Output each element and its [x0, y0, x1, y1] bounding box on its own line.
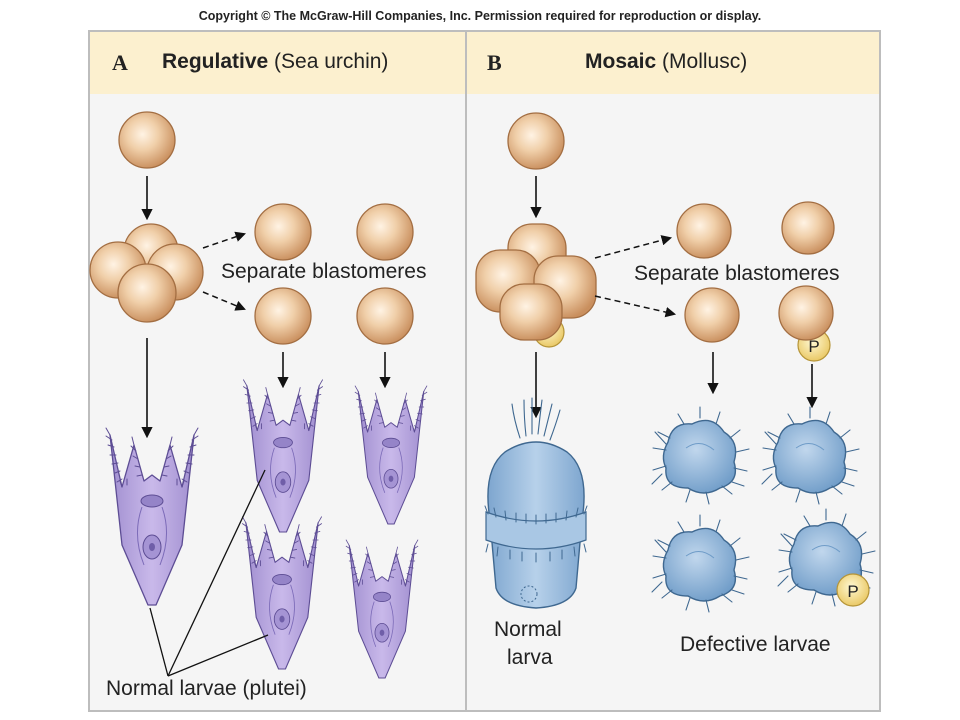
label-defective-larvae: Defective larvae — [680, 633, 831, 656]
blastomere-a-1 — [254, 203, 312, 261]
pluteus-lower-left — [241, 516, 323, 670]
panel-b-header: B Mosaic (Mollusc) — [467, 32, 879, 94]
pluteus-upper-left — [242, 379, 324, 533]
panel-a-letter: A — [112, 50, 128, 75]
zygote-a — [118, 111, 176, 169]
polar-lobe-marker-larva: P — [847, 582, 858, 601]
zygote-b — [507, 112, 565, 170]
blastomere-a-3 — [254, 287, 312, 345]
label-normal-larva-line1: Normal — [494, 618, 562, 641]
polar-lobe-marker: P — [808, 337, 819, 356]
dashed-arrow-b-upper — [594, 235, 673, 259]
defective-larva-4-with-polar-lobe: P — [777, 508, 876, 607]
pluteus-lower-right — [345, 539, 419, 679]
dashed-arrow-b-lower — [594, 295, 677, 318]
panel-a-title-bold: Regulative — [162, 50, 269, 73]
blastomere-b-1 — [676, 203, 732, 259]
dashed-arrow-a-lower — [202, 291, 246, 311]
label-normal-larva-line2: larva — [507, 646, 553, 669]
blastomere-a-4 — [356, 287, 414, 345]
panel-a-title: Regulative (Sea urchin) — [162, 50, 388, 74]
panel-a-header: A Regulative (Sea urchin) — [90, 32, 465, 94]
label-separate-blastomeres-b: Separate blastomeres — [634, 262, 840, 285]
copyright-notice: Copyright © The McGraw-Hill Companies, I… — [198, 9, 762, 23]
blastomere-a-2 — [356, 203, 414, 261]
normal-mollusc-larva — [484, 397, 588, 609]
panel-b-letter: B — [487, 50, 502, 75]
panel-b-title-bold: Mosaic — [585, 50, 657, 73]
dashed-arrow-a-upper — [202, 231, 246, 249]
larvae-pointer-lines — [149, 469, 269, 677]
blastomere-b-3 — [684, 287, 740, 343]
defective-larva-3 — [651, 514, 750, 613]
panel-b-title-rest: (Mollusc) — [662, 50, 748, 73]
four-cell-embryo-a — [89, 223, 204, 323]
pluteus-large — [105, 427, 199, 606]
four-cell-embryo-b — [475, 223, 597, 348]
blastomere-b-4-with-polar-lobe: P — [778, 285, 834, 362]
pluteus-upper-right — [354, 385, 428, 525]
panel-b-title: Mosaic (Mollusc) — [585, 50, 747, 74]
panel-a-title-rest: (Sea urchin) — [274, 50, 389, 73]
label-normal-larvae-plutei: Normal larvae (plutei) — [106, 677, 307, 700]
defective-larva-1 — [651, 406, 750, 505]
defective-larva-2 — [761, 406, 860, 505]
label-separate-blastomeres-a: Separate blastomeres — [221, 260, 427, 283]
blastomere-b-2 — [781, 201, 835, 255]
